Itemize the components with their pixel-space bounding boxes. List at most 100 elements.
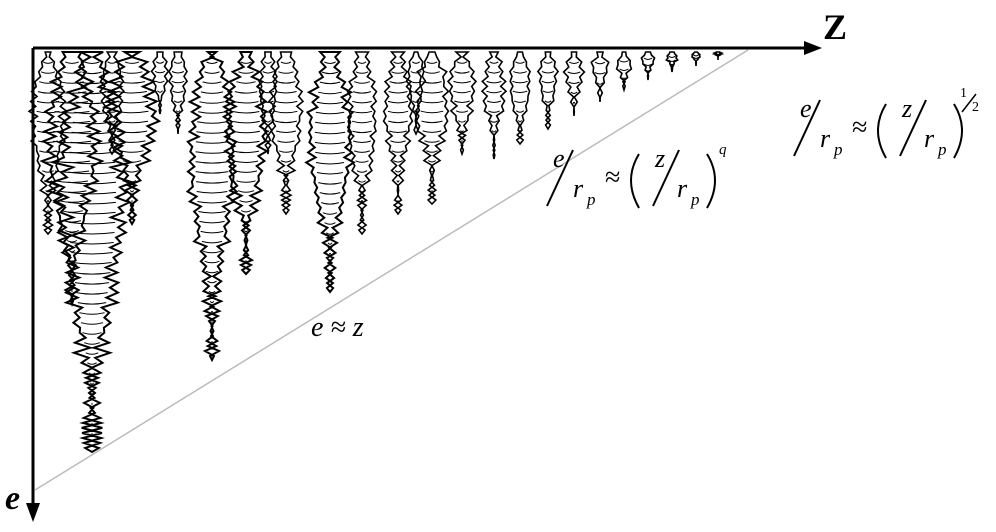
dendrite-side-branch [321,203,339,205]
dendrite-side-branch [56,181,88,183]
eq-q-rhs-denominator: r [677,174,687,204]
dendrite-side-branch [315,122,345,124]
dendrite-side-branch [458,121,465,123]
dendrite-side-branch [61,211,83,213]
dendrite-side-branch [454,101,469,103]
dendrite-side-branch [411,72,422,74]
dendrite-side-branch [423,131,442,133]
dendrite-side-branch [275,101,298,103]
z-axis-arrowhead [804,41,822,55]
dendrite-side-branch [238,191,254,193]
dendrite-side-branch [595,72,606,74]
dendrite-side-branch [518,120,521,122]
dendrite-side-branch [324,62,335,64]
dendrite-side-branch [236,82,255,84]
dendrite-side-branch [39,82,57,84]
dendrite-side-branch [54,161,90,163]
dendrite-side-branch [38,92,58,94]
dendrite-side-branch [207,62,218,64]
dendrite-side-branch [203,251,221,253]
dendrite-side-branch [569,62,579,64]
dendrite-side-branch [693,55,699,57]
dendrite-side-branch [275,92,296,94]
eq-half-rhs-subscript: p [938,140,947,160]
dendrite-side-branch [232,131,260,133]
dendrite-side-branch [232,121,260,123]
dendrite-side-branch [206,271,218,273]
dendrite-side-branch [490,121,498,123]
dendrite-side-branch [277,141,294,143]
dendrite-side-branch [393,161,402,163]
dendrite-side-branch [85,62,100,64]
dendrite-side-branch [455,72,470,74]
dendrite-side-branch [198,212,225,214]
dendrite-side-branch [172,72,184,74]
dendrite-side-branch [71,260,73,262]
dendrite-side-branch [397,180,399,182]
dendrite-side-branch [241,62,252,64]
dendrite-side-branch [196,182,228,184]
dendrite-side-branch [235,92,257,94]
dendrite-side-branch [160,100,161,102]
dendrite-side-branch [156,81,165,83]
dendrite-side-branch [107,111,117,113]
dendrite-side-branch [318,92,342,94]
dendrite-finger [42,52,102,304]
dendrite-side-branch [283,171,289,173]
dendrite-side-branch [238,72,253,74]
dendrite-side-branch [392,151,404,153]
dendrite-side-branch [669,60,676,62]
dendrite-side-branch [457,62,467,64]
dendrite-finger [591,52,609,102]
dendrite-side-branch [125,171,138,173]
dendrite-side-branch [281,62,291,64]
eq-half-rhs-denominator: r [924,124,934,154]
dendrite-side-branch [542,72,554,74]
dendrite-side-branch [265,121,270,123]
dendrite-side-branch [320,193,341,195]
dendrite-side-branch [83,333,102,335]
dendrite-side-branch [352,101,371,103]
dendrite-side-branch [208,281,217,283]
dendrite-side-branch [69,222,115,224]
dendrite-side-branch [513,91,527,93]
dendrite-side-branch [644,64,652,66]
dendrite-side-branch [201,231,224,233]
dendrite-side-branch [424,141,439,143]
dendrite-side-branch [421,101,444,103]
dendrite-side-branch [285,180,288,182]
dendrite-side-branch [174,62,182,64]
dendrite-side-branch [390,141,405,143]
dendrite-side-branch [574,102,575,104]
power-q-equation: e r p ≈ z r p q [543,142,733,214]
dendrite-side-branch [330,253,331,255]
dendrite-side-branch [65,231,79,233]
dendrite-side-branch [245,230,248,232]
dendrite-side-branch [317,173,343,175]
z-axis-label: Z [823,6,847,48]
dendrite-side-branch [202,241,222,243]
dendrite-side-branch [197,192,228,194]
dendrite-side-branch [644,58,652,60]
dendrite-side-branch [421,111,443,113]
dendrite-side-branch [275,121,297,123]
dendrite-side-branch [547,110,549,112]
dendrite-side-branch [197,122,227,124]
dendrite-side-branch [512,81,527,83]
dendrite-side-branch [358,62,366,64]
dendrite-side-branch [427,62,437,64]
dendrite-side-branch [87,363,96,365]
dendrite-side-branch [356,72,368,74]
dendrite-side-branch [318,183,341,185]
dendrite-side-branch [391,72,404,74]
dendrite-side-branch [543,91,553,93]
dendrite-side-branch [109,121,115,123]
dendrite-side-branch [210,301,213,303]
dendrite-side-branch [68,212,115,214]
dendrite-side-branch [315,132,345,134]
dendrite-side-branch [234,161,258,163]
dendrite-side-branch [74,273,111,275]
dendrite-side-branch [41,72,55,74]
dendrite-side-branch [568,72,581,74]
